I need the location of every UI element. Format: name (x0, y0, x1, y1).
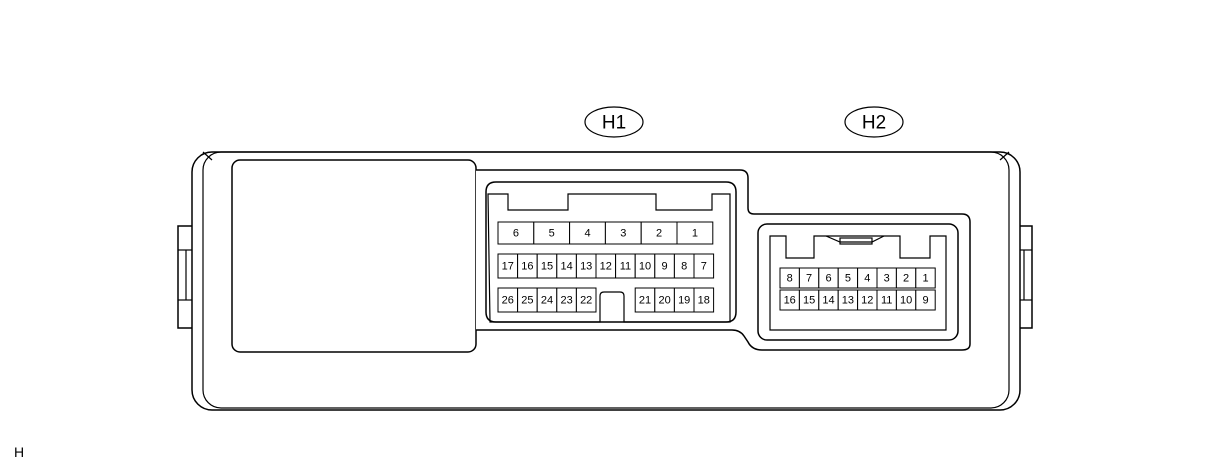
blank-panel (231, 159, 477, 353)
h1-pin-17: 17 (502, 261, 514, 273)
h1-pin-26: 26 (502, 295, 514, 307)
h2-pin-10: 10 (900, 295, 912, 307)
h2-label-text: H2 (862, 113, 886, 134)
h1-pin-5: 5 (549, 228, 555, 240)
h1-pin-8: 8 (681, 261, 687, 273)
h2-pin-11: 11 (881, 295, 892, 307)
h1-pin-24: 24 (541, 295, 553, 307)
h2-pin-14: 14 (822, 295, 834, 307)
h1-pin-13: 13 (580, 261, 592, 273)
h1-pin-3: 3 (620, 228, 626, 240)
h2-pin-4: 4 (864, 273, 870, 285)
h1-pin-4: 4 (584, 228, 590, 240)
h1-pin-21: 21 (639, 295, 651, 307)
h1-pin-14: 14 (560, 261, 572, 273)
h2-pin-1: 1 (922, 273, 928, 285)
h1-pin-10: 10 (639, 261, 651, 273)
h2-pin-1-cell (915, 267, 936, 289)
h2-pin-16: 16 (784, 295, 796, 307)
h2-pin-3: 3 (884, 273, 890, 285)
h1-pin-12: 12 (600, 261, 612, 273)
h1-pin-18: 18 (698, 295, 710, 307)
h2-pin-15: 15 (803, 295, 815, 307)
h1-pin-1-cell (676, 221, 714, 245)
h1-pin-16: 16 (521, 261, 533, 273)
h1-label-text: H1 (602, 113, 626, 134)
h2-pin-9: 9 (922, 295, 928, 307)
h1-pin-22-cell (575, 287, 597, 313)
h1-pin-25: 25 (521, 295, 533, 307)
h1-pin-18-cell (693, 287, 715, 313)
h2-pin-6: 6 (825, 273, 831, 285)
h1-pin-1: 1 (692, 228, 698, 240)
h1-pin-6: 6 (513, 228, 519, 240)
h2-pin-9-cell (915, 289, 936, 311)
h1-label: H1 (584, 106, 644, 138)
h1-pin-9: 9 (662, 261, 668, 273)
h1-pin-7: 7 (701, 261, 707, 273)
h1-pin-7-cell (693, 253, 715, 279)
h1-pin-19: 19 (678, 295, 690, 307)
corner-code: H (14, 444, 25, 460)
h1-pin-22: 22 (580, 295, 592, 307)
h2-pin-12: 12 (861, 295, 873, 307)
h2-pin-5: 5 (845, 273, 851, 285)
h2-label: H2 (844, 106, 904, 138)
h2-connector: 8 7 6 5 4 3 2 1 16 15 14 13 12 11 10 9 (757, 223, 959, 341)
h2-pin-13: 13 (842, 295, 854, 307)
h1-pin-23: 23 (560, 295, 572, 307)
h1-pin-11: 11 (620, 261, 631, 273)
h1-pin-15: 15 (541, 261, 553, 273)
h2-pin-2: 2 (903, 273, 909, 285)
h2-pin-8: 8 (787, 273, 793, 285)
h2-pin-7: 7 (806, 273, 812, 285)
h1-pin-20: 20 (658, 295, 670, 307)
h1-pin-2: 2 (656, 228, 662, 240)
h2-pin-grid: 8 7 6 5 4 3 2 1 16 15 14 13 12 11 10 9 (779, 267, 936, 311)
